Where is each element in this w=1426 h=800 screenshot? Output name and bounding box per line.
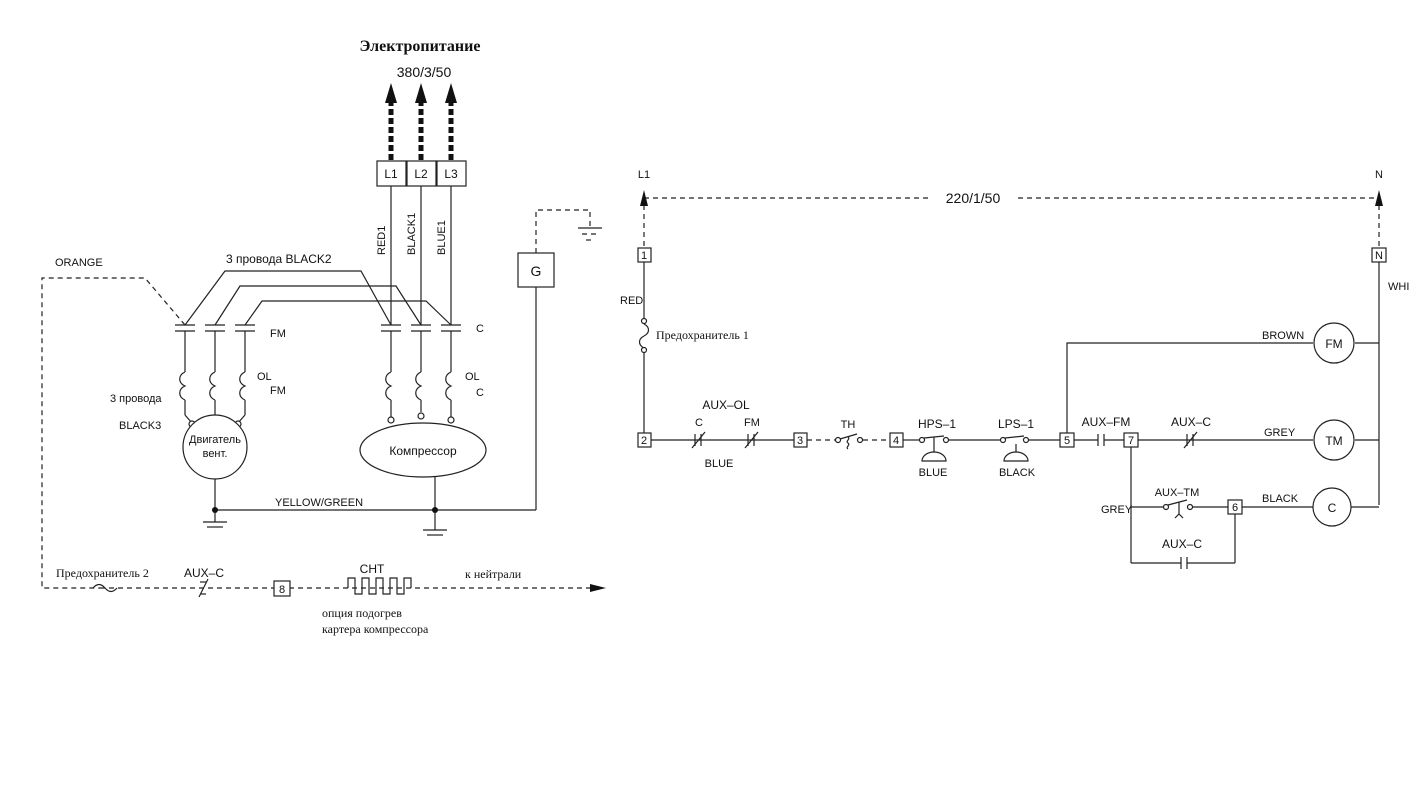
terminal-l1: L1 bbox=[384, 167, 398, 181]
phase-wires bbox=[390, 186, 452, 325]
supply-arrows bbox=[385, 83, 457, 160]
svg-text:C: C bbox=[1328, 501, 1337, 515]
aux-fm-label: AUX–FM bbox=[1082, 415, 1131, 429]
terminal-8: 8 bbox=[279, 584, 285, 596]
c-contact-label: C bbox=[695, 417, 703, 429]
whi-label: WHI bbox=[1388, 281, 1409, 293]
terminal-7: 7 bbox=[1128, 435, 1134, 447]
lps-label: LPS–1 bbox=[998, 417, 1034, 431]
right-n-label: N bbox=[1375, 169, 1383, 181]
fm-ol-fm-label: FM bbox=[270, 385, 286, 397]
svg-text:Двигатель: Двигатель bbox=[189, 434, 241, 446]
fm-branch: FM bbox=[1066, 322, 1379, 433]
terminal-l2: L2 bbox=[414, 167, 428, 181]
fuse1-label: Предохранитель 1 bbox=[656, 328, 749, 342]
terminal-5: 5 bbox=[1064, 435, 1070, 447]
c-ol-c-label: C bbox=[476, 387, 484, 399]
th-label: TH bbox=[841, 419, 856, 431]
grey-label-1: GREY bbox=[1264, 427, 1296, 439]
blue-label-1: BLUE bbox=[705, 458, 734, 470]
terminal-block-l: L1 L2 L3 bbox=[376, 160, 467, 187]
wire-blue1: BLUE1 bbox=[436, 220, 448, 255]
compressor: Компрессор bbox=[359, 422, 487, 536]
svg-text:вент.: вент. bbox=[203, 448, 228, 460]
hps-label: HPS–1 bbox=[918, 417, 956, 431]
aux-tm-label: AUX–TM bbox=[1155, 487, 1200, 499]
l1-rail bbox=[638, 262, 650, 433]
black3-label: BLACK3 bbox=[119, 420, 161, 432]
red-label: RED bbox=[620, 295, 643, 307]
fm-contactor-label: FM bbox=[270, 328, 286, 340]
blue-label-2: BLUE bbox=[919, 467, 948, 479]
c-branch: C bbox=[1130, 447, 1379, 569]
aux-ol-label: AUX–OL bbox=[702, 398, 750, 412]
fuse2-label: Предохранитель 2 bbox=[56, 566, 149, 580]
option-label-2: картера компрессора bbox=[322, 622, 429, 636]
aux-c-heater-label: AUX–C bbox=[184, 566, 224, 580]
terminal-l3: L3 bbox=[444, 167, 458, 181]
svg-text:TM: TM bbox=[1325, 434, 1342, 448]
c-overload bbox=[385, 371, 455, 424]
wires-black2-label: 3 провода BLACK2 bbox=[226, 252, 332, 266]
ground-bus bbox=[212, 507, 536, 513]
terminal-6: 6 bbox=[1232, 502, 1238, 514]
svg-text:Компрессор: Компрессор bbox=[389, 444, 457, 458]
supply-label-220: 220/1/50 bbox=[946, 190, 1001, 206]
hps-switch bbox=[903, 435, 1000, 462]
terminal-2: 2 bbox=[641, 435, 647, 447]
black-label-2: BLACK bbox=[1262, 493, 1299, 505]
three-phase-circuit: Электропитание 380/3/50 L1 L2 L3 RED1 bbox=[41, 38, 606, 636]
wires3-label: 3 провода bbox=[110, 393, 162, 405]
c-ol-label: OL bbox=[465, 371, 480, 383]
svg-text:FM: FM bbox=[1325, 337, 1342, 351]
supply-label-380: 380/3/50 bbox=[397, 64, 452, 80]
terminal-n: N bbox=[1375, 250, 1383, 262]
fan-motor: Двигатель вент. bbox=[182, 414, 248, 528]
wire-red1: RED1 bbox=[376, 226, 388, 255]
to-neutral-label: к нейтрали bbox=[465, 567, 522, 581]
ground-box: G bbox=[517, 209, 602, 510]
heater-option-circuit bbox=[92, 577, 606, 598]
grey-label-2: GREY bbox=[1101, 504, 1133, 516]
supply-line-220 bbox=[640, 190, 1383, 248]
fm-contact-label: FM bbox=[744, 417, 760, 429]
terminal-4: 4 bbox=[893, 435, 899, 447]
black-label-1: BLACK bbox=[999, 467, 1036, 479]
crossover-wires bbox=[184, 270, 452, 326]
option-label-1: опция подогрев bbox=[322, 606, 402, 620]
fm-contactor bbox=[175, 324, 255, 372]
wire-black1: BLACK1 bbox=[406, 213, 418, 255]
orange-label: ORANGE bbox=[55, 257, 103, 269]
cht-label: CHT bbox=[360, 562, 385, 576]
tm-branch: TM bbox=[1138, 419, 1379, 461]
fm-ol-label: OL bbox=[257, 371, 272, 383]
brown-label: BROWN bbox=[1262, 330, 1304, 342]
terminal-1: 1 bbox=[641, 250, 647, 262]
c-contactor-label: C bbox=[476, 323, 484, 335]
yellow-green-label: YELLOW/GREEN bbox=[275, 497, 363, 509]
aux-c-label-2: AUX–C bbox=[1162, 537, 1202, 551]
svg-text:G: G bbox=[531, 263, 542, 279]
thermostat bbox=[807, 433, 890, 450]
lps-switch bbox=[999, 435, 1060, 462]
aux-c-label-1: AUX–C bbox=[1171, 415, 1211, 429]
power-title: Электропитание bbox=[360, 38, 481, 55]
main-control-row bbox=[651, 431, 794, 449]
c-contactor bbox=[381, 324, 461, 372]
terminal-3: 3 bbox=[797, 435, 803, 447]
aux-fm-contact bbox=[1074, 434, 1124, 446]
right-l1-label: L1 bbox=[638, 169, 650, 181]
control-circuit: L1 N 220/1/50 1 N RED Предохранитель 1 bbox=[620, 169, 1409, 569]
